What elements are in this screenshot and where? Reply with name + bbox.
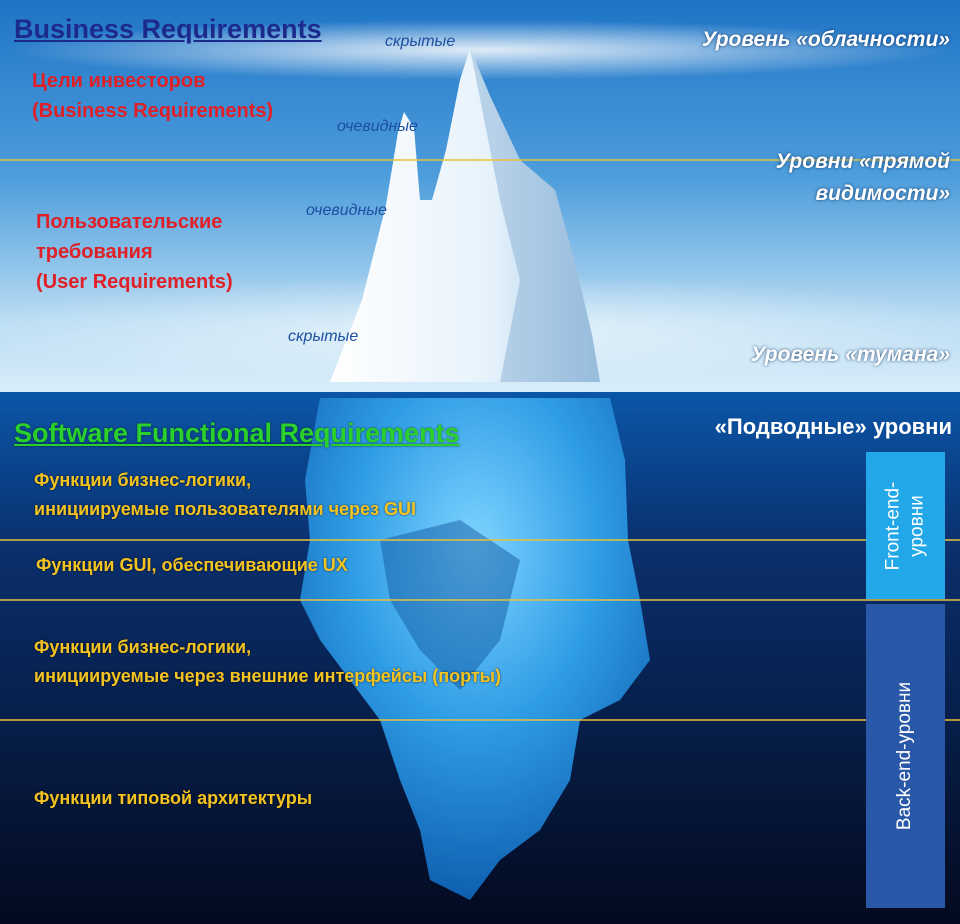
typical-architecture-functions: Функции типовой архитектуры	[34, 784, 312, 813]
func-1-line-1: Функции бизнес-логики,	[34, 466, 416, 495]
user-line-2: требования	[36, 237, 233, 267]
user-line-3: (User Requirements)	[36, 267, 233, 297]
business-requirements-title: Business Requirements	[14, 14, 322, 45]
business-logic-ports-functions: Функции бизнес-логики, инициируемые чере…	[34, 633, 501, 691]
business-logic-gui-functions: Функции бизнес-логики, инициируемые поль…	[34, 466, 416, 524]
front-end-levels-box: Front-end- уровни	[866, 452, 945, 599]
obvious-label-1: очевидные	[337, 118, 418, 136]
direct-level-line-2: видимости»	[776, 178, 950, 210]
user-requirements: Пользовательские требования (User Requir…	[36, 207, 233, 297]
back-end-levels-box: Back-end-уровни	[866, 604, 945, 908]
func-3-line-2: инициируемые через внешние интерфейсы (п…	[34, 662, 501, 691]
investors-line-2: (Business Requirements)	[32, 96, 273, 126]
front-box-line-1: Front-end-	[882, 481, 906, 570]
func-3-line-1: Функции бизнес-логики,	[34, 633, 501, 662]
software-functional-requirements-title: Software Functional Requirements	[14, 418, 460, 449]
investors-line-1: Цели инвесторов	[32, 66, 273, 96]
front-box-line-2: уровни	[906, 481, 930, 570]
hidden-label-bottom: скрытые	[288, 328, 358, 346]
user-line-1: Пользовательские	[36, 207, 233, 237]
investors-goals: Цели инвесторов (Business Requirements)	[32, 66, 273, 126]
direct-visibility-label: Уровни «прямой видимости»	[776, 146, 950, 210]
gui-ux-functions: Функции GUI, обеспечивающие UX	[36, 551, 348, 580]
func-1-line-2: инициируемые пользователями через GUI	[34, 495, 416, 524]
hidden-label-top: скрытые	[385, 33, 455, 51]
back-end-levels-label: Back-end-уровни	[894, 682, 918, 830]
fog-level-label: Уровень «тумана»	[751, 343, 950, 367]
front-end-levels-label: Front-end- уровни	[882, 481, 930, 570]
direct-level-line-1: Уровни «прямой	[776, 146, 950, 178]
underwater-levels-label: «Подводные» уровни	[715, 414, 952, 440]
obvious-label-2: очевидные	[306, 202, 387, 220]
cloud-level-label: Уровень «облачности»	[702, 28, 950, 52]
